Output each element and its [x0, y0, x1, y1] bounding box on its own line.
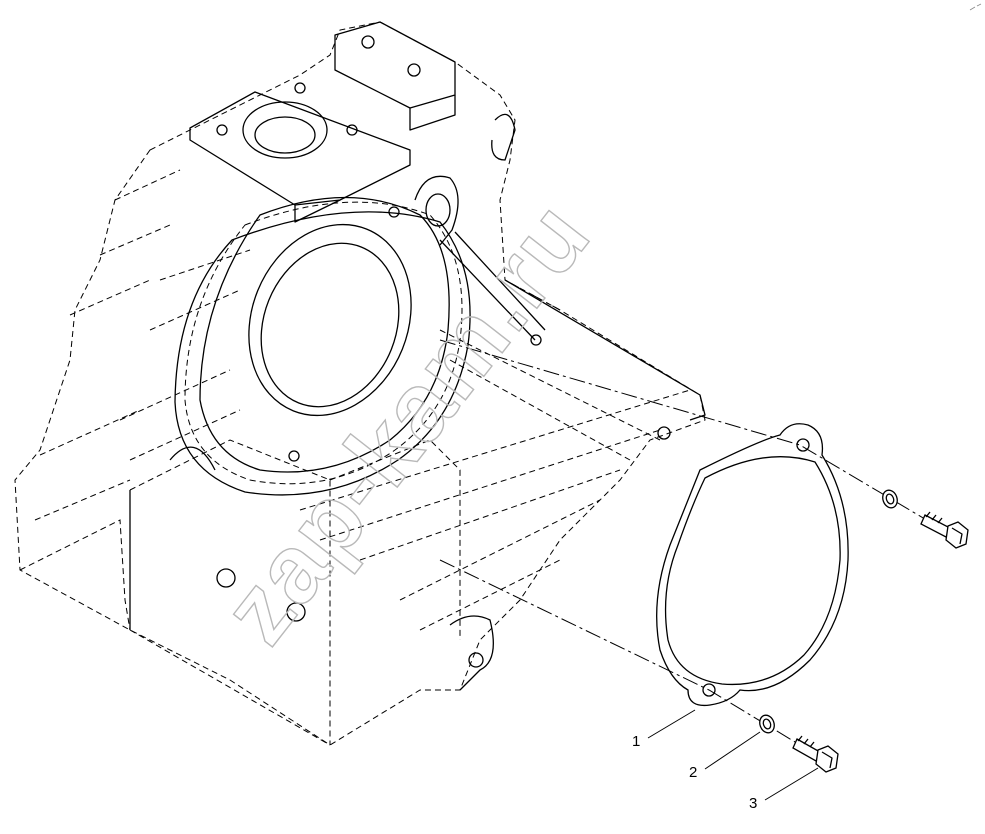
callout-2-label: 2 [689, 764, 697, 781]
bolt-upper [920, 511, 969, 549]
cover-plate [656, 423, 849, 707]
callout-2: 2 [689, 731, 761, 781]
washer-upper [882, 489, 898, 509]
housing-bore-flange [169, 196, 471, 622]
callout-3-label: 3 [749, 795, 757, 812]
corner-mark [969, 3, 982, 11]
watermark-text: zap-kam.ru [202, 182, 611, 663]
gear-housing [14, 21, 706, 746]
callout-3: 3 [749, 767, 819, 812]
callout-1: 1 [632, 709, 696, 750]
washer-lower [759, 714, 775, 734]
bolt-lower [792, 735, 839, 773]
callout-1-label: 1 [632, 733, 640, 750]
